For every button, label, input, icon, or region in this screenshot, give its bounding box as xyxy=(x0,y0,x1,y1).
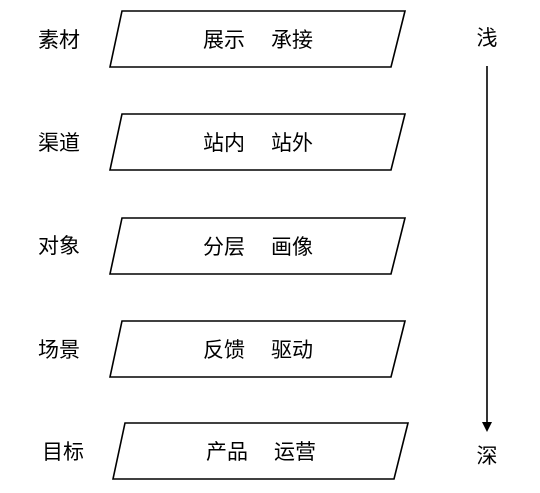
item-feedback: 反馈 xyxy=(203,338,245,362)
row-label-scenario: 场景 xyxy=(38,338,80,362)
item-operation: 运营 xyxy=(274,440,316,464)
depth-label-shallow: 浅 xyxy=(476,26,498,50)
item-product: 产品 xyxy=(206,440,248,464)
item-undertake: 承接 xyxy=(271,28,313,52)
parallelogram-goal: 产品 运营 xyxy=(111,422,411,480)
parallelogram-shape xyxy=(112,422,410,480)
parallelogram-channel: 站内 站外 xyxy=(108,113,408,171)
row-label-material: 素材 xyxy=(38,28,80,52)
parallelogram-shape xyxy=(109,320,407,378)
parallelogram-scenario: 反馈 驱动 xyxy=(108,320,408,378)
depth-label-deep: 深 xyxy=(476,444,498,468)
parallelogram-material: 展示 承接 xyxy=(108,10,408,68)
row-label-audience: 对象 xyxy=(38,234,80,258)
item-layering: 分层 xyxy=(203,235,245,259)
parallelogram-shape xyxy=(109,10,407,68)
item-onsite: 站内 xyxy=(203,131,245,155)
arrow-down-icon xyxy=(482,66,492,432)
item-drive: 驱动 xyxy=(271,338,313,362)
parallelogram-shape xyxy=(109,113,407,171)
item-profile: 画像 xyxy=(271,235,313,259)
item-offsite: 站外 xyxy=(271,131,313,155)
parallelogram-audience: 分层 画像 xyxy=(108,217,408,275)
row-label-goal: 目标 xyxy=(42,440,84,464)
parallelogram-shape xyxy=(109,217,407,275)
depth-arrow xyxy=(476,66,500,436)
item-display: 展示 xyxy=(203,28,245,52)
row-label-channel: 渠道 xyxy=(38,131,80,155)
